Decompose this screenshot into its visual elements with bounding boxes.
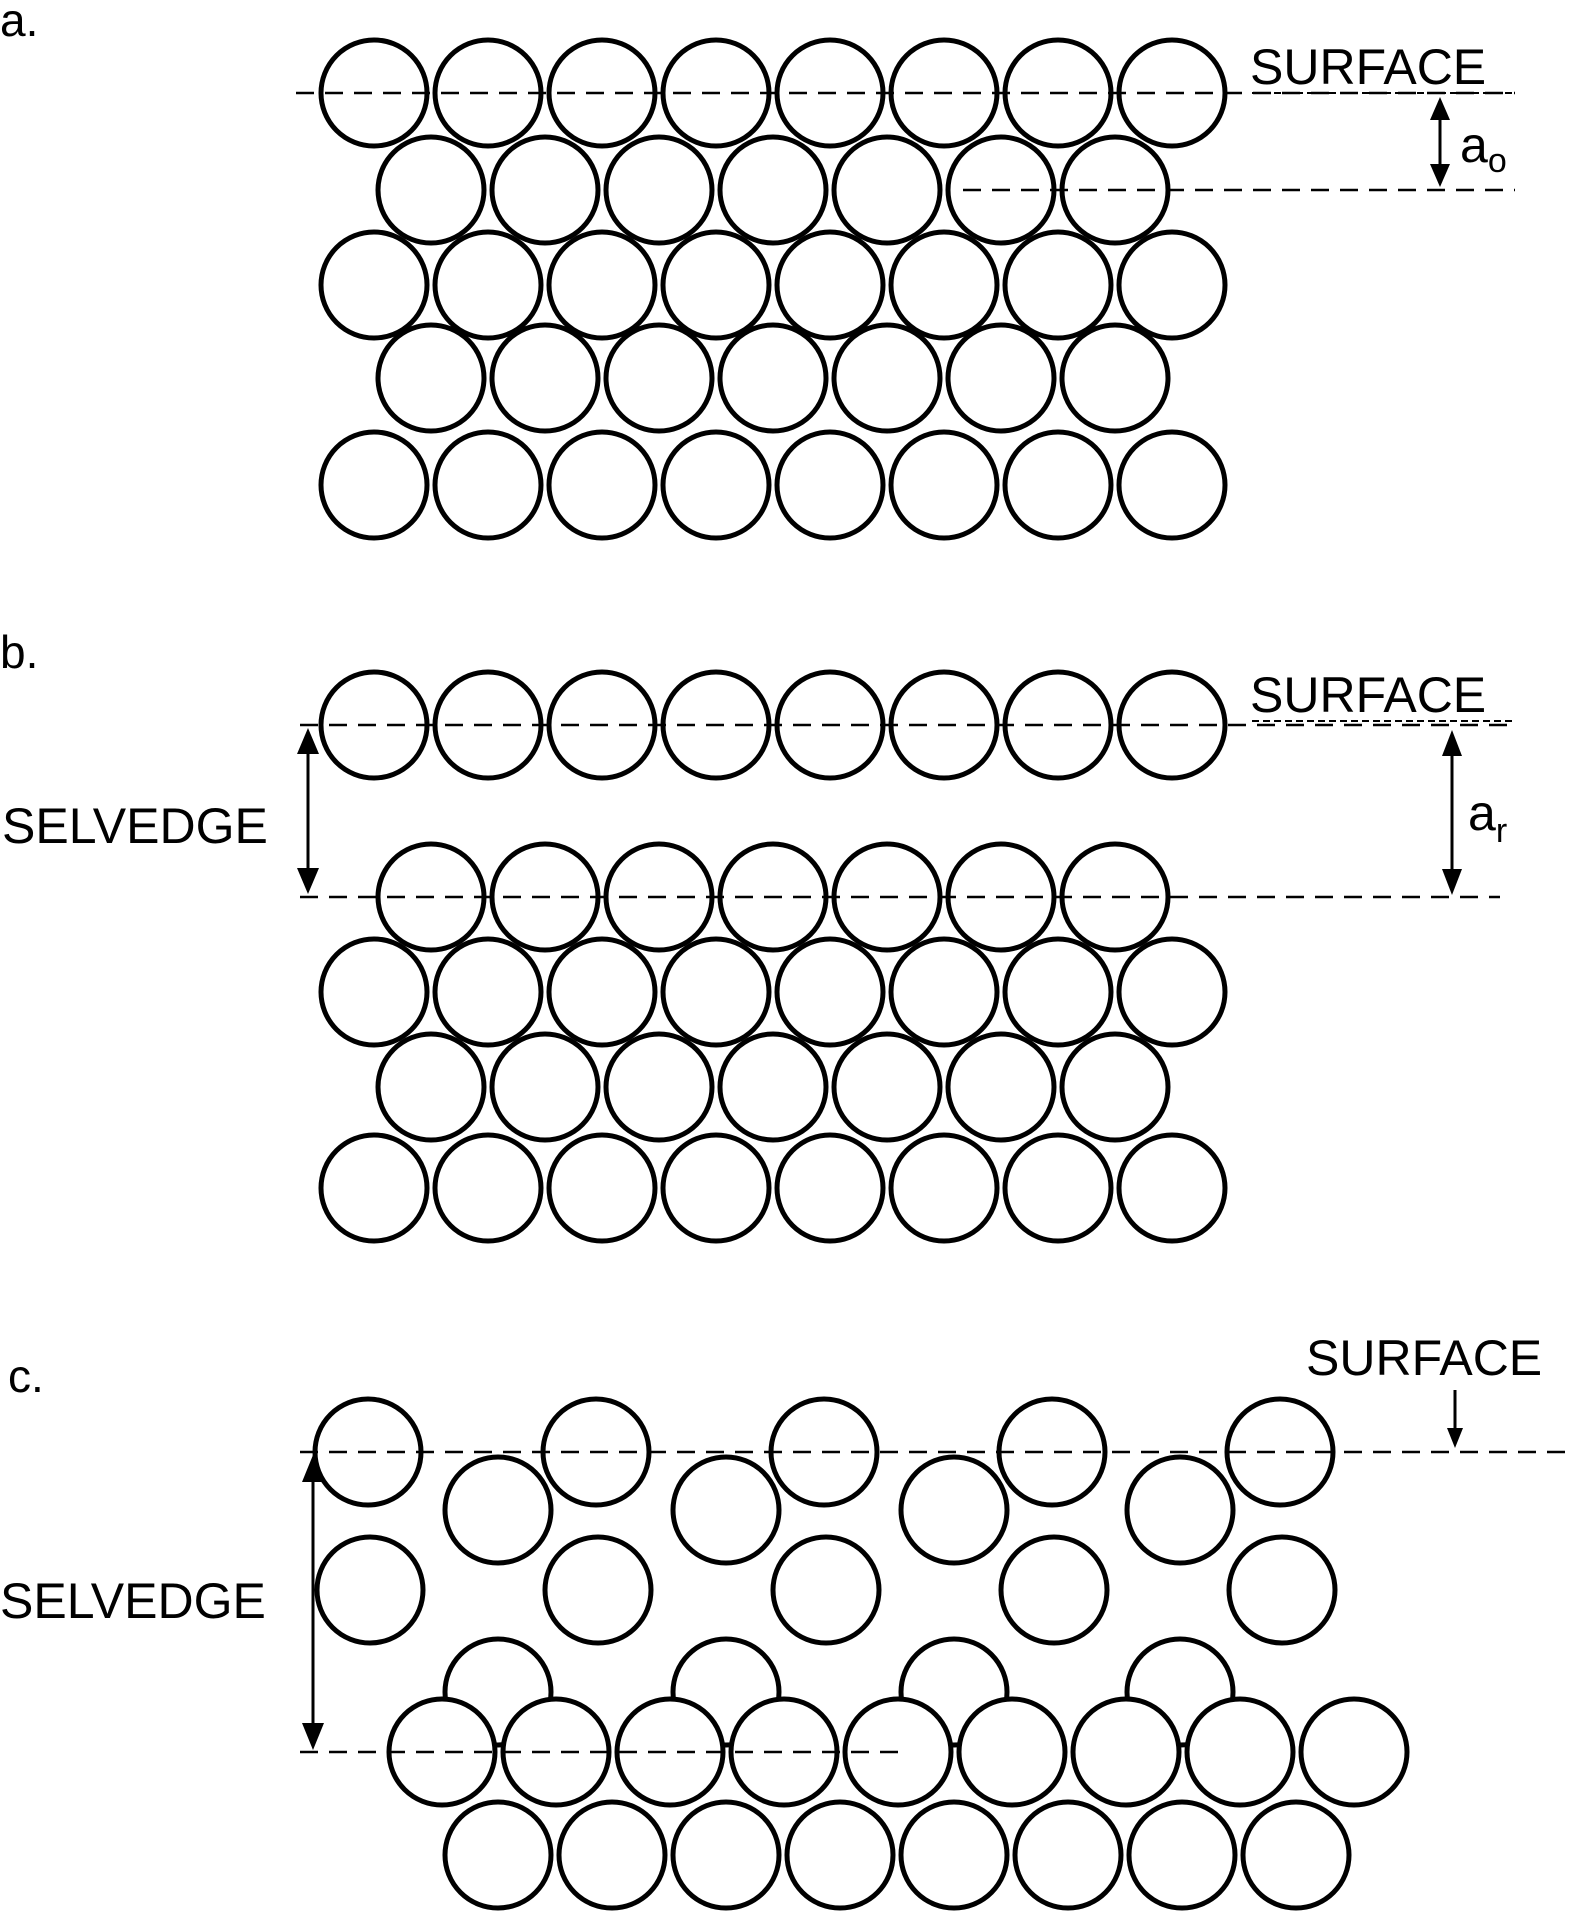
panel-b-label: b. xyxy=(0,626,38,678)
panel-c-selvedge-label: SELVEDGE xyxy=(0,1573,266,1629)
panel-b-spacing-arrow xyxy=(1442,730,1462,895)
panel-a-row-4-atom xyxy=(717,322,829,434)
panel-b-row-3-atom xyxy=(888,936,1000,1048)
panel-a-row-2-atom xyxy=(375,134,487,246)
panel-a-row-3-atom xyxy=(546,229,658,341)
panel-c-row-2-atom xyxy=(1124,1454,1236,1566)
panel-b-row-4-atom xyxy=(831,1031,943,1143)
panel-c-row-5-atom xyxy=(1070,1696,1182,1808)
panel-b-row-5-atom xyxy=(774,1132,886,1244)
panel-b-row-5-atom xyxy=(546,1132,658,1244)
panel-a-row-3-atom xyxy=(1116,229,1228,341)
panel-c-row-2-atom xyxy=(670,1454,782,1566)
panel-b-row-5-atom xyxy=(432,1132,544,1244)
panel-b-row-4-atom xyxy=(603,1031,715,1143)
panel-b-row-5-atom xyxy=(318,1132,430,1244)
panel-a-surface-label: SURFACE xyxy=(1250,39,1486,95)
panel-c-surface-label: SURFACE xyxy=(1306,1330,1542,1386)
panel-b-row-5-atom xyxy=(1002,1132,1114,1244)
panel-a-spacing-arrow xyxy=(1430,97,1450,187)
panel-c-row-6-atom xyxy=(784,1799,896,1911)
panel-c-row-3-atom xyxy=(770,1534,882,1646)
panel-c-selvedge-arrow xyxy=(302,1455,324,1750)
panel-b-atoms xyxy=(318,669,1228,1244)
panel-b-selvedge-arrow xyxy=(297,728,319,894)
panel-b-spacing-symbol: a xyxy=(1468,785,1496,841)
panel-a-row-5-atom xyxy=(774,429,886,541)
panel-a-row-2-atom xyxy=(717,134,829,246)
panel-a-row-3-atom xyxy=(432,229,544,341)
panel-a-spacing-subscript: o xyxy=(1488,142,1507,180)
panel-a-row-5-atom xyxy=(1002,429,1114,541)
panel-b-row-3-atom xyxy=(774,936,886,1048)
panel-c-row-5-atom xyxy=(956,1696,1068,1808)
panel-c-row-6-atom xyxy=(556,1799,668,1911)
panel-b-row-4-atom xyxy=(489,1031,601,1143)
panel-a-row-3-atom xyxy=(318,229,430,341)
panel-b-row-3-atom xyxy=(1116,936,1228,1048)
panel-a-row-4-atom xyxy=(489,322,601,434)
panel-b-row-3-atom xyxy=(546,936,658,1048)
panel-a-row-5-atom xyxy=(1116,429,1228,541)
panel-a-row-4-atom xyxy=(375,322,487,434)
panel-a-row-2-atom xyxy=(603,134,715,246)
panel-a-row-5-atom xyxy=(318,429,430,541)
panel-a-row-4-atom xyxy=(945,322,1057,434)
panel-b-surface-label: SURFACE xyxy=(1250,667,1486,723)
panel-c-row-6-atom xyxy=(1126,1799,1238,1911)
panel-a-row-3-atom xyxy=(888,229,1000,341)
panel-a-row-5-atom xyxy=(546,429,658,541)
panel-c-row-6-atom xyxy=(1012,1799,1124,1911)
panel-c-row-5-atom xyxy=(1298,1696,1410,1808)
panel-a-row-5-atom xyxy=(660,429,772,541)
panel-a-row-2-atom xyxy=(489,134,601,246)
panel-c-atoms xyxy=(312,1396,1410,1911)
panel-b-row-4-atom xyxy=(717,1031,829,1143)
panel-a-row-2-atom xyxy=(831,134,943,246)
panel-c-row-5-atom xyxy=(1184,1696,1296,1808)
panel-b-selvedge-label: SELVEDGE xyxy=(2,798,268,854)
panel-a-row-3-atom xyxy=(660,229,772,341)
panel-c: c. SURFACE SELVEDGE xyxy=(0,1330,1576,1911)
panel-a-row-3-atom xyxy=(774,229,886,341)
panel-c-row-2-atom xyxy=(898,1454,1010,1566)
panel-c-row-3-atom xyxy=(314,1534,426,1646)
panel-a-row-4-atom xyxy=(1059,322,1171,434)
panel-b-spacing-subscript: r xyxy=(1496,812,1507,850)
panel-c-row-6-atom xyxy=(670,1799,782,1911)
panel-b-row-3-atom xyxy=(1002,936,1114,1048)
panel-c-label: c. xyxy=(8,1350,44,1402)
panel-a-label: a. xyxy=(0,0,38,46)
panel-c-surface-arrow xyxy=(1447,1390,1463,1448)
panel-b-row-3-atom xyxy=(318,936,430,1048)
panel-c-row-6-atom xyxy=(898,1799,1010,1911)
panel-a-spacing-label: ao xyxy=(1460,117,1507,180)
panel-b: b. SURFACE SELVEDGE ar xyxy=(0,626,1515,1244)
panel-b-row-3-atom xyxy=(432,936,544,1048)
panel-a-row-3-atom xyxy=(1002,229,1114,341)
panel-b-spacing-label: ar xyxy=(1468,785,1507,850)
panel-a-row-4-atom xyxy=(603,322,715,434)
panel-b-row-3-atom xyxy=(660,936,772,1048)
panel-c-row-3-atom xyxy=(1226,1534,1338,1646)
panel-b-row-4-atom xyxy=(375,1031,487,1143)
panel-b-row-4-atom xyxy=(1059,1031,1171,1143)
panel-a-atoms xyxy=(318,37,1228,541)
panel-a: a. SURFACE ao xyxy=(0,0,1515,541)
panel-c-row-6-atom xyxy=(442,1799,554,1911)
panel-c-row-2-atom xyxy=(442,1454,554,1566)
panel-a-row-5-atom xyxy=(432,429,544,541)
panel-c-row-3-atom xyxy=(542,1534,654,1646)
panel-b-row-4-atom xyxy=(945,1031,1057,1143)
panel-a-spacing-symbol: a xyxy=(1460,117,1488,173)
panel-c-row-6-atom xyxy=(1240,1799,1352,1911)
panel-c-row-3-atom xyxy=(998,1534,1110,1646)
panel-a-row-4-atom xyxy=(831,322,943,434)
panel-b-row-5-atom xyxy=(660,1132,772,1244)
panel-a-row-5-atom xyxy=(888,429,1000,541)
panel-b-row-5-atom xyxy=(1116,1132,1228,1244)
panel-b-row-5-atom xyxy=(888,1132,1000,1244)
